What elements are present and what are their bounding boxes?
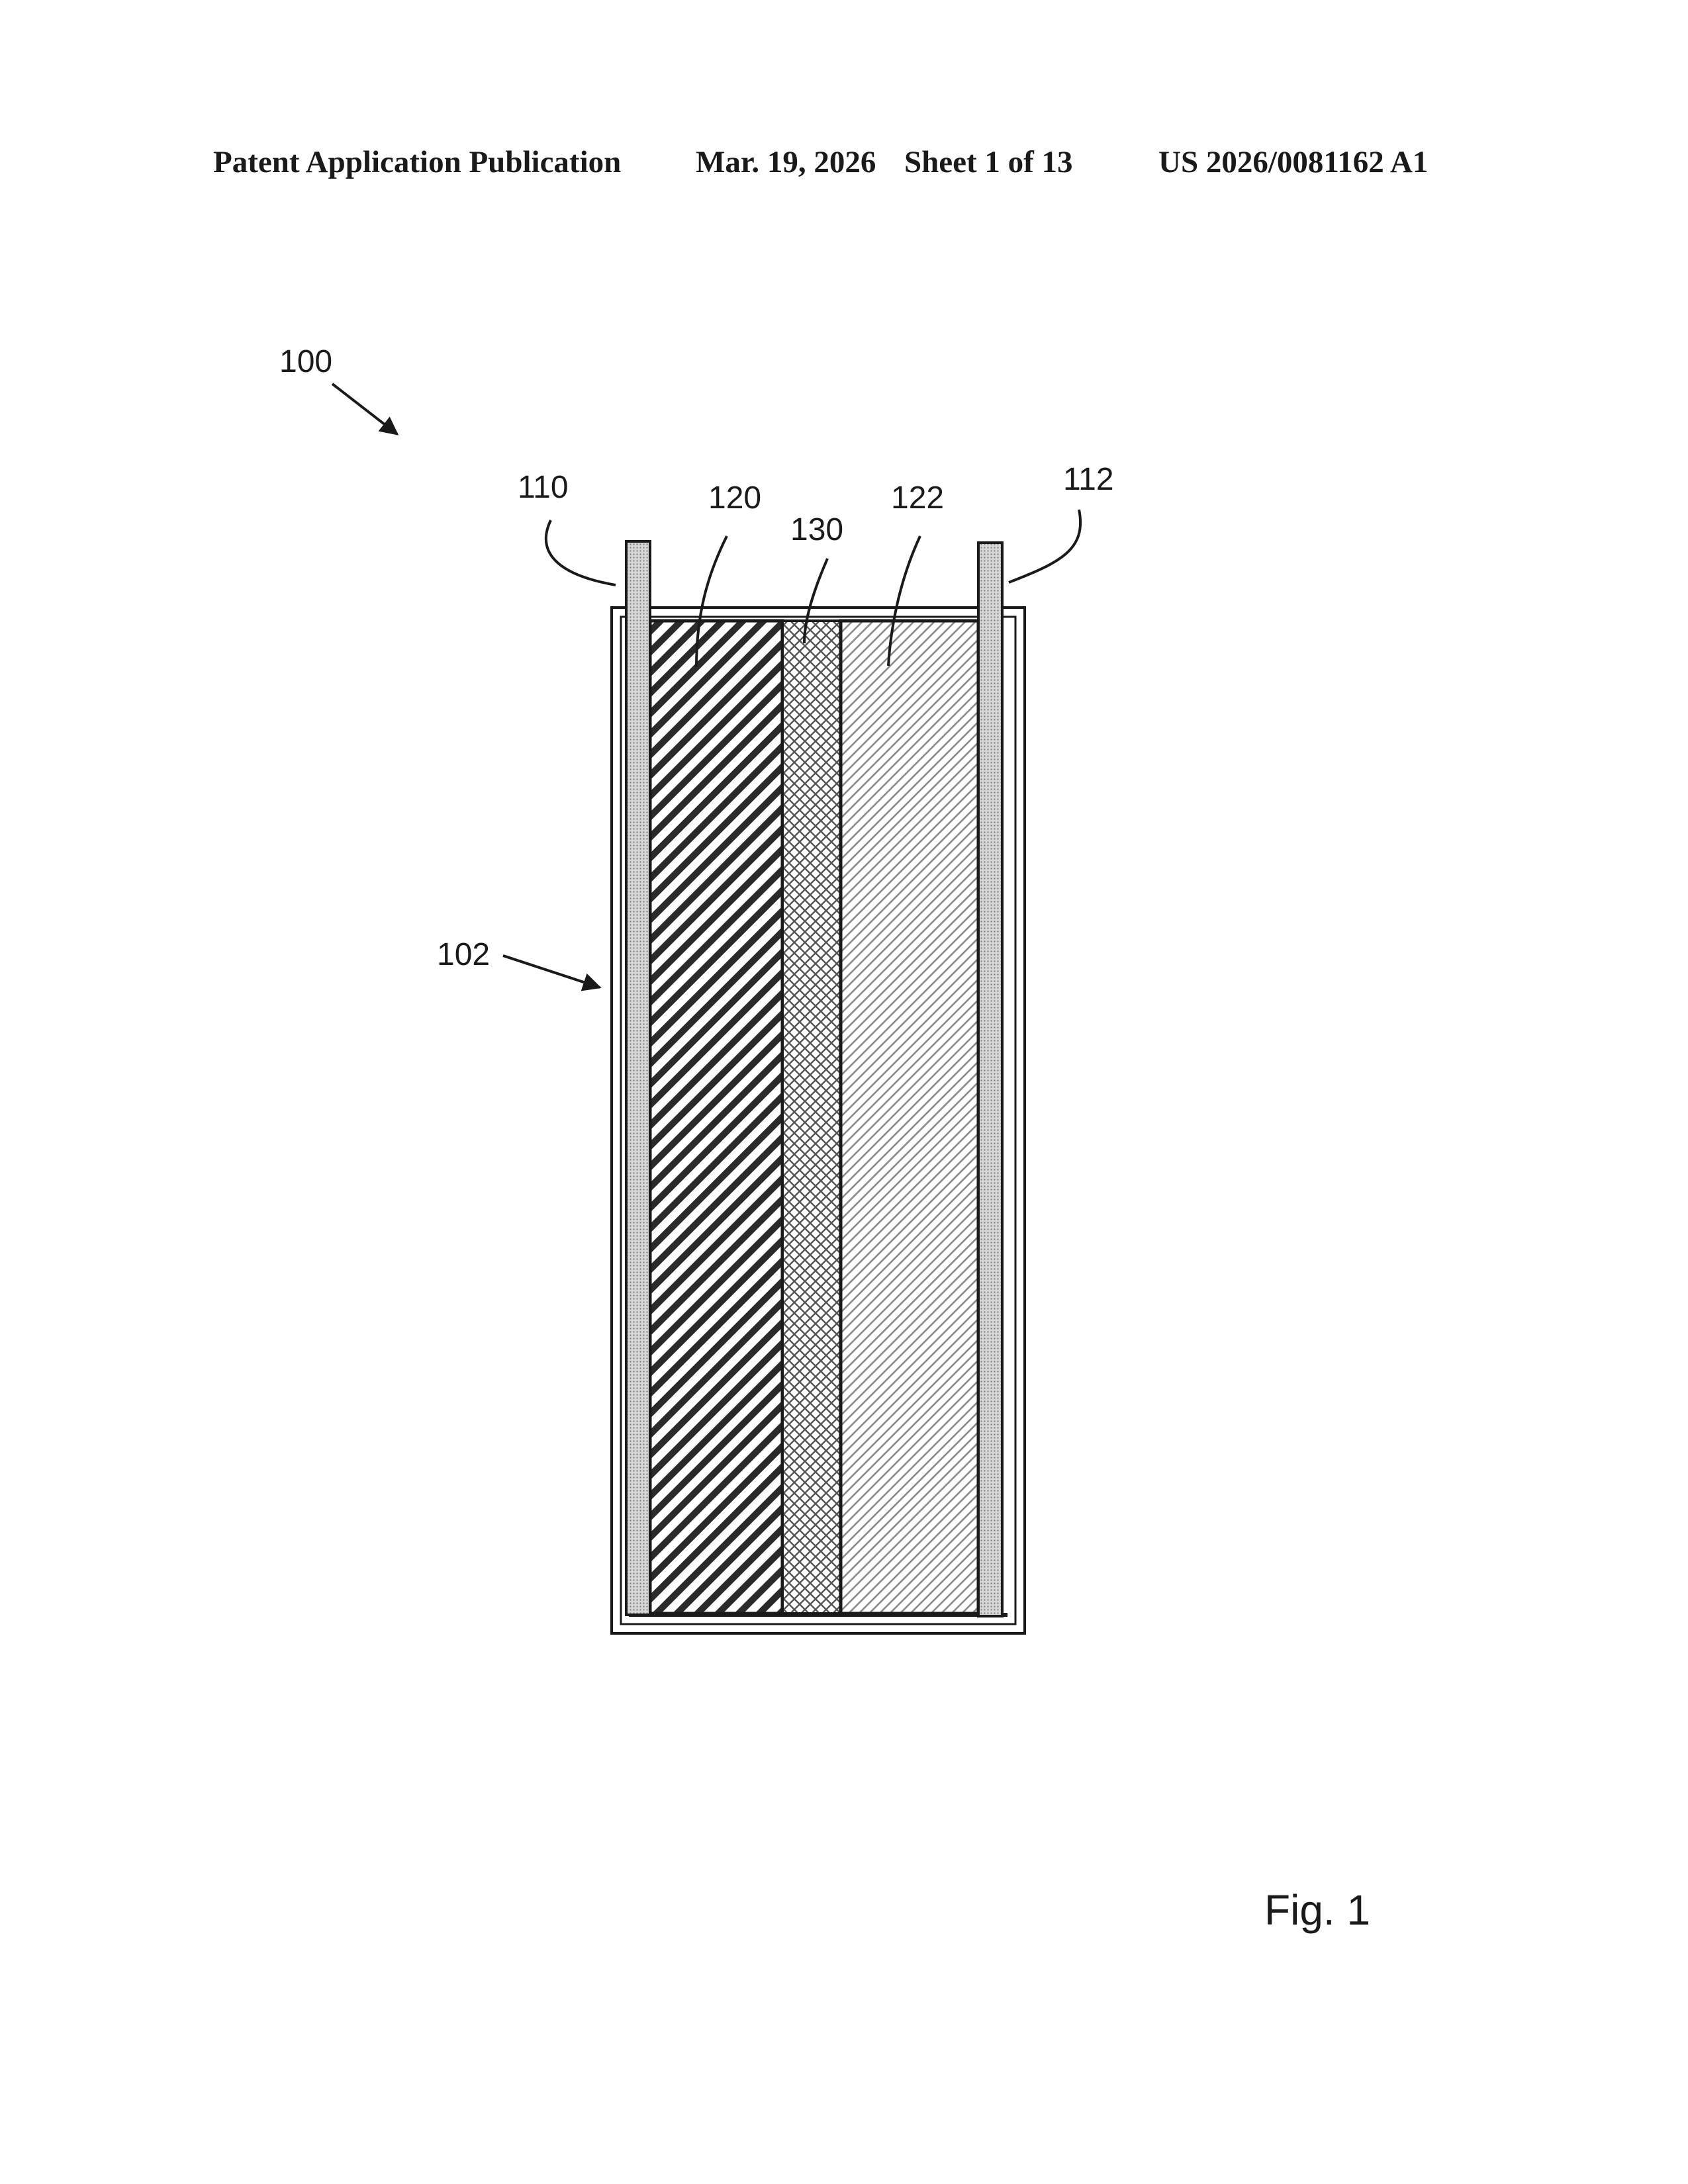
cell-stack xyxy=(629,621,1008,1615)
leader-line-terminal-right xyxy=(1009,510,1080,582)
electrode-right-layer xyxy=(841,621,978,1614)
leader-arrow-housing xyxy=(503,956,600,987)
ref-label-terminal-left: 110 xyxy=(518,470,569,505)
ref-label-housing: 102 xyxy=(437,937,490,972)
ref-label-separator: 130 xyxy=(790,512,843,547)
leader-line-terminal-left xyxy=(546,520,616,585)
ref-label-electrode-right: 122 xyxy=(891,480,944,516)
ref-label-device: 100 xyxy=(279,344,332,379)
leader-arrow-device xyxy=(332,384,397,434)
ref-label-electrode-left: 120 xyxy=(708,480,761,516)
separator-layer xyxy=(782,621,841,1614)
terminal-left xyxy=(626,541,650,1615)
figure-caption: Fig. 1 xyxy=(1264,1886,1370,1934)
electrode-left-layer xyxy=(650,621,782,1614)
ref-label-terminal-right: 112 xyxy=(1063,462,1114,497)
terminal-right xyxy=(978,543,1002,1616)
